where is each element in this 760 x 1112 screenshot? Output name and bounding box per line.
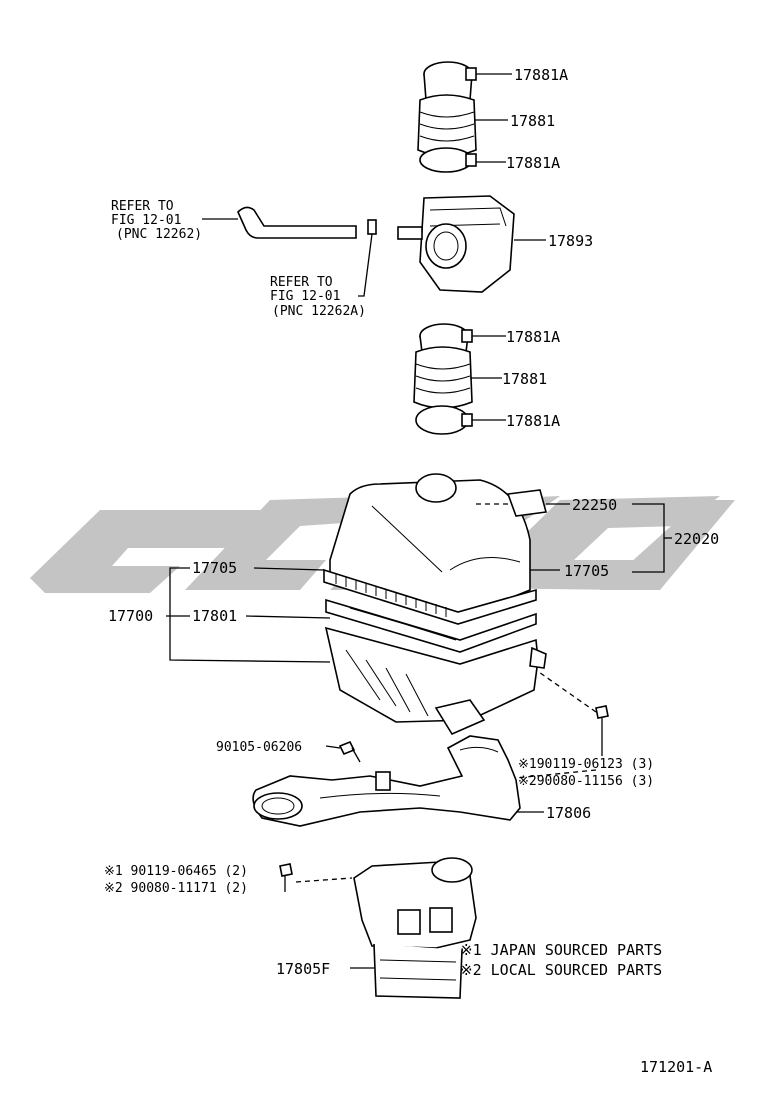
label-17805f: 17805F <box>276 960 330 978</box>
label-17881-1: 17881 <box>510 112 555 130</box>
hose-group-mid <box>413 323 506 435</box>
hose-group-top <box>417 61 512 173</box>
vacuum-hose-left <box>202 206 377 297</box>
refer-left-line2: FIG 12-01 <box>111 213 181 228</box>
label-bolt-low-1: ※1 90119-06465 (2) <box>104 864 248 879</box>
bolts <box>279 669 609 892</box>
refer-mid-line3: (PNC 12262A) <box>272 304 366 319</box>
leader-lines-cleaner <box>166 567 560 663</box>
refer-mid-line1: REFER TO <box>270 275 333 290</box>
label-bolt-right-2: ※290080-11156 (3) <box>518 774 654 789</box>
label-17705-left: 17705 <box>192 559 237 577</box>
labels: 17881A 17881 17881A REFER TO FIG 12-01 (… <box>104 66 719 1076</box>
label-22250: 22250 <box>572 496 617 514</box>
label-17881a-4: 17881A <box>506 412 560 430</box>
label-17700: 17700 <box>108 607 153 625</box>
label-22020: 22020 <box>674 530 719 548</box>
refer-mid-line2: FIG 12-01 <box>270 289 340 304</box>
resonator-part <box>397 195 546 293</box>
label-17881a-2: 17881A <box>506 154 560 172</box>
note-local-sourced: ※2 LOCAL SOURCED PARTS <box>460 961 662 979</box>
label-bolt-low-2: ※2 90080-11171 (2) <box>104 881 248 896</box>
label-17705-right: 17705 <box>564 562 609 580</box>
label-17806: 17806 <box>546 804 591 822</box>
lower-inlet-duct <box>350 857 477 999</box>
top-clamp-screw-2 <box>465 153 477 167</box>
air-inlet-duct <box>252 735 544 827</box>
figure-code: 171201-A <box>640 1058 712 1076</box>
airflow-sensor <box>476 489 672 573</box>
label-bolt-90105: 90105-06206 <box>216 740 302 755</box>
top-clamp-screw-1 <box>465 67 477 81</box>
label-17801: 17801 <box>192 607 237 625</box>
note-japan-sourced: ※1 JAPAN SOURCED PARTS <box>460 941 662 959</box>
label-bolt-right-1: ※190119-06123 (3) <box>518 757 654 772</box>
label-17881a-3: 17881A <box>506 328 560 346</box>
refer-left-line1: REFER TO <box>111 199 174 214</box>
label-17881a-1: 17881A <box>514 66 568 84</box>
air-cleaner-assembly <box>323 473 547 736</box>
label-17881-2: 17881 <box>502 370 547 388</box>
label-17893: 17893 <box>548 232 593 250</box>
top-hose-body <box>417 94 477 157</box>
top-bottom-ring <box>419 147 473 173</box>
refer-left-line3: (PNC 12262) <box>116 227 202 242</box>
